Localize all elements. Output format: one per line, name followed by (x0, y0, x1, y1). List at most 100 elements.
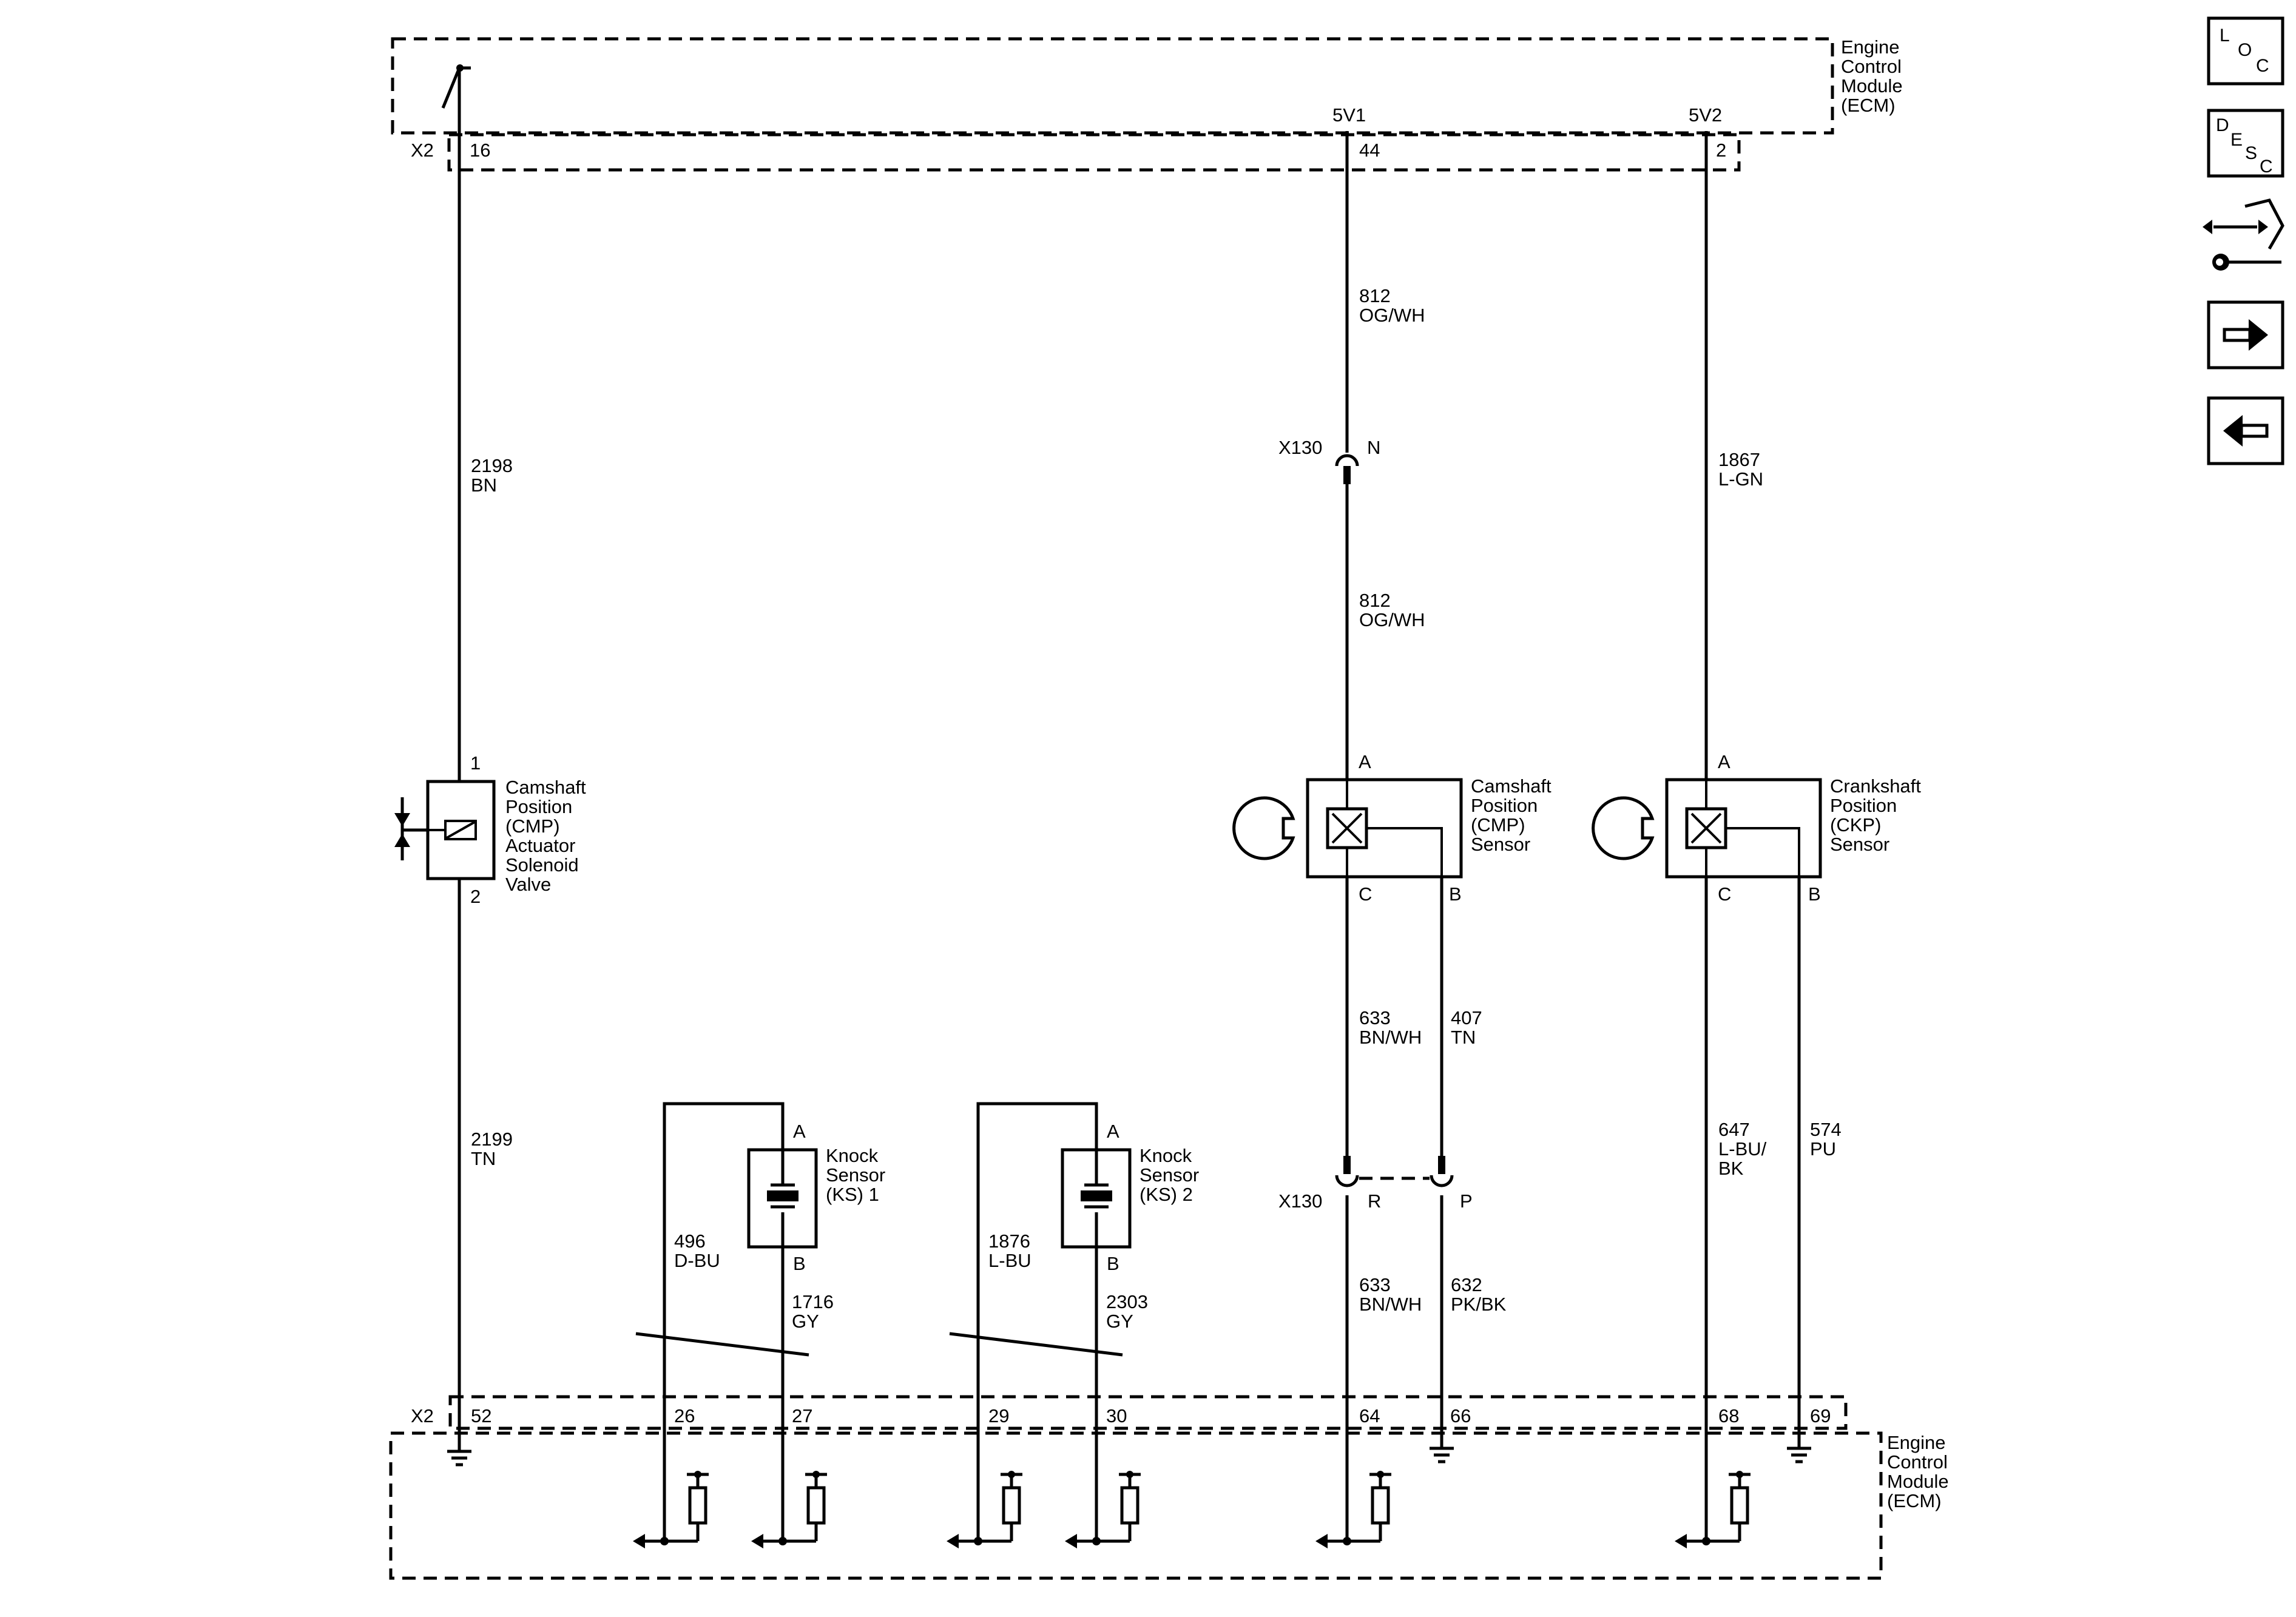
ecm-top-label-2: Control (1841, 56, 1902, 77)
wire-574-number: 574 (1810, 1119, 1842, 1140)
wire-2303-color: GY (1106, 1311, 1133, 1332)
loc-letter-l: L (2220, 25, 2230, 46)
ckp-sensor-label-2: Position (1830, 795, 1897, 816)
resistor-icon (688, 1486, 707, 1525)
ks1-label-1: Knock (826, 1145, 879, 1166)
arrow-left-icon[interactable] (2207, 396, 2284, 465)
wire-2198-color: BN (471, 474, 497, 496)
cmp-actuator-circuit: 2198 BN 2199 TN 1 2 Camshaft Position (C… (394, 68, 586, 1467)
resistor-icon (1730, 1486, 1749, 1525)
cmp-actuator-label-3: (CMP) (505, 815, 560, 837)
wire-1876-color: L-BU (988, 1250, 1032, 1271)
ckp-sensor-label-4: Sensor (1830, 834, 1889, 855)
ckp-reluctor-wheel-icon (1592, 796, 1655, 860)
reference-dot (1736, 1471, 1743, 1478)
cmp-actuator-label-4: Actuator (505, 835, 575, 856)
nav-loc-button[interactable]: L O C (2207, 16, 2284, 86)
knock-sensor-1 (747, 1148, 818, 1249)
ckp-sensor-label-1: Crankshaft (1830, 775, 1921, 797)
wire-1876-number: 1876 (988, 1230, 1030, 1252)
cmp-sensor-pin-a: A (1359, 751, 1371, 772)
ecm-bottom-label-4: (ECM) (1887, 1490, 1942, 1511)
ecm-internal-inputs (633, 1471, 1751, 1548)
desc-letter-s: S (2245, 143, 2257, 163)
ckp-sensor-label-3: (CKP) (1830, 814, 1881, 836)
ks2-pin-b: B (1107, 1253, 1119, 1274)
wire-496-color: D-BU (674, 1250, 720, 1271)
pin-66: 66 (1450, 1405, 1471, 1426)
ks2-label-3: (KS) 2 (1140, 1184, 1193, 1205)
loc-letter-c: C (2256, 56, 2269, 76)
pin-64: 64 (1359, 1405, 1380, 1426)
ecm-bottom-connector-label: X2 (411, 1405, 434, 1426)
wire-2199-color: TN (471, 1148, 496, 1169)
ks2-label-2: Sensor (1140, 1164, 1199, 1186)
ecm-top-label-1: Engine (1841, 36, 1900, 58)
cmp-sensor-pin-c: C (1359, 883, 1372, 905)
pin-68: 68 (1718, 1405, 1739, 1426)
solenoid-actuator-icon (394, 797, 428, 860)
wire-2303-number: 2303 (1106, 1291, 1148, 1312)
ckp-sensor (1665, 778, 1822, 879)
ecm-top-connector-label: X2 (411, 140, 434, 161)
pin-69: 69 (1810, 1405, 1831, 1426)
pin-29: 29 (988, 1405, 1009, 1426)
supply-5v1: 5V1 (1332, 104, 1366, 126)
ecm-bottom-label-1: Engine (1887, 1432, 1946, 1453)
nav-desc-button[interactable]: D E S C (2207, 109, 2284, 178)
splice-dot (778, 1537, 787, 1545)
reference-dot (1126, 1471, 1133, 1478)
x130-label-top: X130 (1278, 437, 1322, 458)
wire-647-number: 647 (1718, 1119, 1750, 1140)
connector-tool-icon[interactable] (2203, 198, 2284, 271)
cmp-actuator-pin-2: 2 (470, 886, 481, 907)
splice-dot (974, 1537, 982, 1545)
splice-dot (1702, 1537, 1710, 1545)
cmp-sensor-pin-b: B (1449, 883, 1462, 905)
loc-letter-o: O (2238, 40, 2252, 60)
ckp-sensor-pin-c: C (1718, 883, 1731, 905)
knock-sensor-1-circuit: A B Knock Sensor (KS) 1 496 D-BU 1716 GY (635, 1102, 885, 1541)
wire-496-number: 496 (674, 1230, 706, 1252)
supply-5v2: 5V2 (1689, 104, 1722, 126)
reference-dot (812, 1471, 820, 1478)
wire-574-color: PU (1810, 1138, 1836, 1160)
pin-2: 2 (1716, 140, 1726, 161)
pin-26: 26 (674, 1405, 695, 1426)
wire-632-color: PK/BK (1451, 1294, 1507, 1315)
x130-pin-p: P (1460, 1190, 1473, 1212)
wire-633-upper-color: BN/WH (1359, 1027, 1422, 1048)
wire-1867-number: 1867 (1718, 449, 1760, 470)
input-arrow-icon (1675, 1534, 1687, 1548)
ks1-label-2: Sensor (826, 1164, 885, 1186)
splice-dot (1092, 1537, 1101, 1545)
cmp-sensor-circuit: X130 N X130 R P A C B Camshaft Posit (1232, 131, 1551, 1541)
desc-letter-c: C (2260, 157, 2273, 177)
arrow-right-icon[interactable] (2207, 300, 2284, 370)
ecm-bottom-label-2: Control (1887, 1451, 1948, 1473)
x130-connector-r-p (1335, 1156, 1454, 1187)
resistor-icon (806, 1486, 826, 1525)
input-arrow-icon (1315, 1534, 1328, 1548)
ground-icon (1787, 1447, 1811, 1463)
cmp-sensor-label-3: (CMP) (1471, 814, 1525, 836)
ks2-pin-a: A (1107, 1121, 1119, 1142)
x130-pin-n: N (1367, 437, 1380, 458)
pin-52: 52 (471, 1405, 491, 1426)
input-arrow-icon (1065, 1534, 1077, 1548)
internal-switch-icon (441, 64, 471, 109)
ckp-sensor-circuit: A C B Crankshaft Position (CKP) Sensor 1… (1592, 131, 1921, 1541)
resistor-icon (1120, 1486, 1140, 1525)
cmp-reluctor-wheel-icon (1232, 796, 1295, 860)
wire-647-color-2: BK (1718, 1158, 1744, 1179)
splice-dot (660, 1537, 669, 1545)
wire-632-number: 632 (1451, 1274, 1482, 1295)
ecm-top-module: Engine Control Module (ECM) X2 16 44 2 5… (391, 36, 1903, 172)
cmp-sensor-label-1: Camshaft (1471, 775, 1551, 797)
wire-812-lower-color: OG/WH (1359, 609, 1425, 630)
input-arrow-icon (947, 1534, 959, 1548)
resistor-icon (1371, 1486, 1390, 1525)
x130-label-bottom: X130 (1278, 1190, 1322, 1212)
wire-407-number: 407 (1451, 1007, 1482, 1028)
